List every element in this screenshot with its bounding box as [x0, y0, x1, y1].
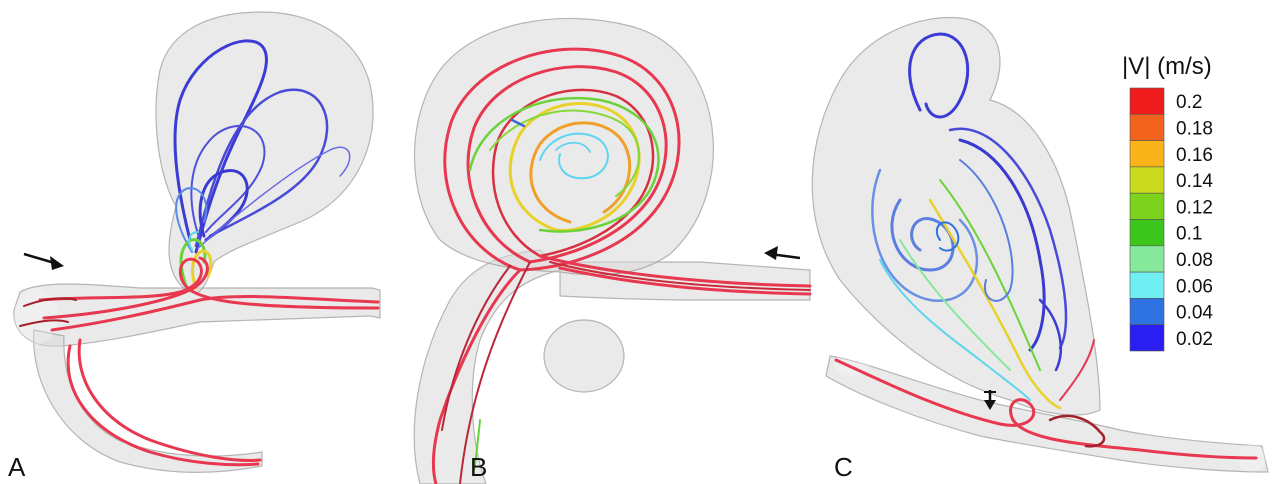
panel-c-label: C [834, 452, 853, 482]
panel-b-descending-artery [413, 249, 562, 484]
panel-a-label: A [8, 452, 26, 482]
legend-tick-label: 0.06 [1176, 276, 1213, 297]
legend-swatch [1129, 140, 1165, 168]
panel-c-inflow-arrow [984, 390, 996, 410]
velocity-legend: |V| (m/s) 0.2 0.18 0.16 0.14 0.12 0.1 0.08 0.06… [1122, 53, 1213, 352]
legend-swatch [1129, 219, 1165, 247]
panel-c-streamlines [834, 32, 1258, 460]
legend-colorbar: 0.2 0.18 0.16 0.14 0.12 0.1 0.08 0.06 0.04 0.02 [1129, 87, 1213, 352]
legend-tick-label: 0.1 [1176, 224, 1202, 245]
legend-tick-label: 0.02 [1176, 329, 1213, 350]
panel-a: A [8, 11, 381, 482]
panel-b-aneurysm-dome [413, 17, 714, 276]
legend-swatch [1129, 87, 1165, 115]
legend-tick-label: 0.18 [1176, 118, 1213, 139]
legend-swatch [1129, 192, 1165, 220]
panel-b: B [413, 17, 812, 484]
legend-tick-label: 0.12 [1176, 197, 1213, 218]
legend-swatch [1129, 271, 1165, 299]
legend-title: |V| (m/s) [1122, 53, 1212, 80]
panel-c-aneurysm-dome [811, 16, 1101, 416]
panel-a-parent-artery [13, 283, 381, 347]
panel-c-parent-artery [825, 355, 1269, 473]
panel-a-vessel-opening [14, 288, 58, 344]
panel-a-inflow-arrow [23, 252, 64, 270]
legend-swatch [1129, 324, 1165, 352]
panel-b-secondary-bleb [543, 319, 625, 393]
panel-c: C [811, 16, 1269, 482]
legend-tick-label: 0.14 [1176, 171, 1213, 192]
legend-swatch [1129, 245, 1165, 273]
legend-tick-label: 0.2 [1176, 92, 1202, 113]
legend-swatch [1129, 166, 1165, 194]
legend-tick-label: 0.08 [1176, 250, 1213, 271]
legend-tick-label: 0.16 [1176, 145, 1213, 166]
panel-a-streamlines [19, 39, 380, 467]
panel-b-inflow-arrow [764, 246, 801, 260]
legend-swatch [1129, 114, 1165, 141]
legend-swatch [1129, 298, 1165, 325]
legend-tick-label: 0.04 [1176, 303, 1213, 324]
panel-b-label: B [470, 452, 487, 482]
panel-b-streamlines [431, 47, 812, 484]
